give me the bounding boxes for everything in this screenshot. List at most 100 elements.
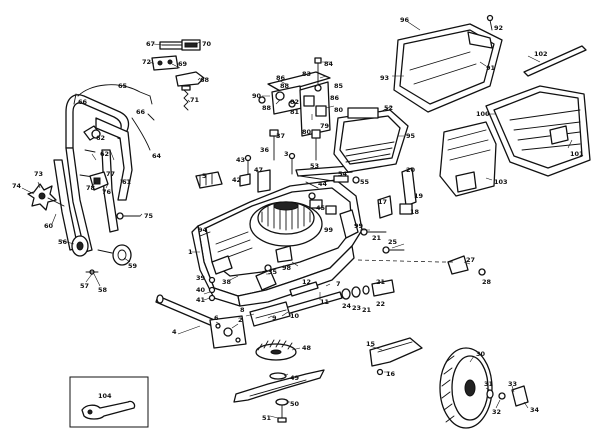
label-3: 3 [284, 150, 289, 158]
inset-tool [69, 376, 149, 428]
switch-box-parts [151, 39, 205, 111]
label-28: 28 [482, 278, 492, 286]
label-70: 70 [202, 40, 212, 48]
label-5: 5 [202, 172, 207, 180]
label-10: 10 [290, 312, 300, 320]
label-54: 54 [338, 170, 348, 178]
label-33: 33 [508, 380, 517, 388]
label-24: 24 [342, 302, 352, 310]
label-72: 72 [142, 58, 151, 66]
label-91: 91 [486, 64, 496, 72]
label-62: 62 [96, 134, 105, 142]
label-79: 79 [320, 122, 330, 130]
label-32: 32 [492, 408, 501, 416]
label-86: 86 [330, 94, 340, 102]
label-4: 4 [172, 328, 177, 336]
label-17: 17 [378, 198, 387, 206]
label-103: 103 [494, 178, 508, 186]
label-100: 100 [476, 110, 490, 118]
label-102: 102 [534, 50, 548, 58]
label-64: 64 [152, 152, 162, 160]
label-60: 60 [44, 222, 54, 230]
label-39: 39 [196, 274, 206, 282]
label-78: 78 [86, 184, 96, 192]
label-31: 31 [484, 380, 494, 388]
label-77: 77 [106, 170, 115, 178]
label-66: 66 [78, 98, 88, 106]
height-adjust-parts [249, 167, 486, 327]
label-22: 22 [376, 300, 385, 308]
label-49: 49 [290, 374, 300, 382]
label-57: 57 [80, 282, 89, 290]
label-12: 12 [302, 278, 311, 286]
mower-deck [191, 129, 363, 307]
label-81: 81 [290, 108, 300, 116]
label-19: 19 [414, 192, 424, 200]
label-8: 8 [240, 306, 245, 314]
label-104: 104 [98, 392, 112, 400]
label-25: 25 [388, 238, 398, 246]
label-58: 58 [98, 286, 108, 294]
label-83: 83 [302, 70, 311, 78]
front-axle [155, 294, 247, 349]
label-30: 30 [476, 350, 486, 358]
label-42: 42 [232, 176, 241, 184]
label-73: 73 [34, 170, 43, 178]
label-2: 2 [238, 316, 243, 324]
label-90: 90 [252, 92, 262, 100]
label-47: 47 [254, 166, 263, 174]
label-84: 84 [324, 60, 334, 68]
label-98: 98 [282, 264, 292, 272]
label-99: 99 [354, 222, 364, 230]
connector-assembly [258, 57, 331, 161]
label-66b: 66 [136, 108, 146, 116]
label-20: 20 [406, 166, 416, 174]
label-61: 61 [122, 178, 132, 186]
label-96: 96 [400, 16, 410, 24]
label-1: 1 [188, 248, 193, 256]
label-101: 101 [570, 150, 584, 158]
label-69: 69 [178, 60, 188, 68]
label-75: 75 [144, 212, 154, 220]
label-76: 76 [102, 188, 112, 196]
label-74: 74 [12, 182, 22, 190]
label-11: 11 [320, 298, 330, 306]
label-37: 37 [276, 132, 285, 140]
label-95: 95 [406, 132, 416, 140]
label-34: 34 [530, 406, 540, 414]
label-80: 80 [334, 106, 344, 114]
label-51: 51 [262, 414, 272, 422]
label-94: 94 [198, 226, 208, 234]
label-44: 44 [318, 180, 328, 188]
label-55: 55 [360, 178, 370, 186]
label-63: 62 [100, 150, 109, 158]
label-41: 41 [196, 296, 206, 304]
grass-catcher [439, 45, 591, 197]
label-15: 15 [366, 340, 376, 348]
label-48: 48 [302, 344, 312, 352]
blade-stack [233, 339, 325, 423]
label-7: 7 [336, 280, 341, 288]
label-53: 53 [310, 162, 319, 170]
label-45: 45 [316, 204, 326, 212]
label-38: 38 [222, 278, 232, 286]
label-85: 85 [334, 82, 344, 90]
label-40: 40 [196, 286, 206, 294]
label-16: 16 [386, 370, 396, 378]
label-68: 68 [200, 76, 210, 84]
label-67: 67 [146, 40, 155, 48]
label-18: 18 [410, 208, 420, 216]
part-labels: 74 73 60 66 65 62 66 64 62 77 78 76 61 7… [12, 16, 584, 422]
label-23: 23 [352, 304, 361, 312]
label-9: 9 [272, 314, 277, 322]
label-6: 6 [214, 314, 219, 322]
label-35: 35 [268, 268, 278, 276]
label-43: 43 [236, 156, 245, 164]
label-97: 99 [324, 226, 334, 234]
label-89: 88 [262, 104, 272, 112]
label-93: 93 [380, 74, 389, 82]
grass-box-lid [333, 14, 503, 173]
label-82: 82 [290, 98, 299, 106]
label-87: 86 [276, 74, 286, 82]
label-21: 21 [372, 234, 382, 242]
